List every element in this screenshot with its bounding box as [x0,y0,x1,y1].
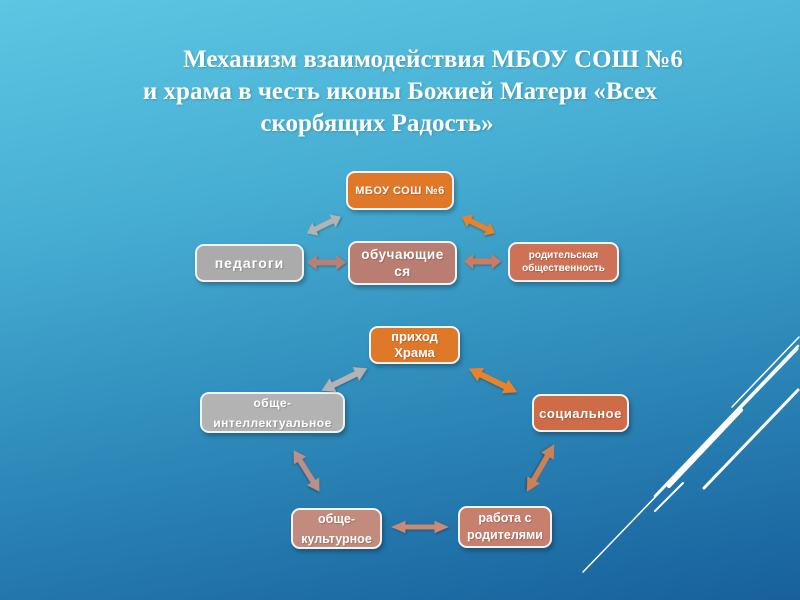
node-parents-community: родительская общественность [508,242,619,282]
title-line-3: скорбящих Радость» [260,110,494,137]
arrow-school-teachers-icon [306,214,342,236]
node-school: МБОУ СОШ №6 [346,171,454,210]
node-students: обучающие ся [348,241,457,285]
node-intellectual: обще- интеллектуальное [200,392,345,433]
node-social: социальное [532,394,629,432]
slide-title: Механизм взаимодействия МБОУ СОШ №6 и хр… [75,44,725,140]
arrow-work-social-icon [526,444,555,492]
title-line-1: Механизм взаимодействия МБОУ СОШ №6 [183,46,683,73]
arrow-teachers-students-icon [307,254,346,271]
arrow-parish-social-icon [468,367,518,394]
arrow-students-parents-icon [464,253,501,270]
arrow-school-parents-icon [461,214,496,236]
arrow-parish-intellectual-icon [321,367,368,392]
arrow-cultural-work-icon [391,520,449,534]
node-cultural: обще- культурное [291,508,382,549]
arrow-intellectual-cultural-icon [293,450,320,492]
title-line-2: и храма в честь иконы Божией Матери «Все… [142,78,658,105]
node-teachers: педагоги [195,244,304,282]
node-parish: приход Храма [369,326,460,364]
node-work-with-parents: работа с родителями [458,506,552,548]
